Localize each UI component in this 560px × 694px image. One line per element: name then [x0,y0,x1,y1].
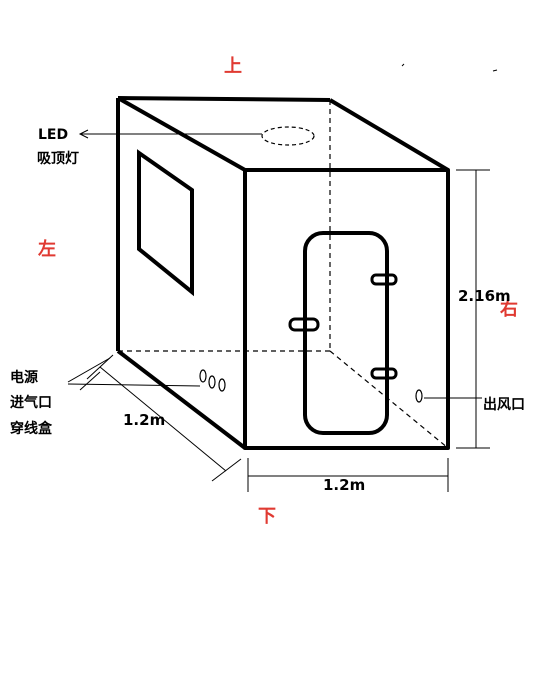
edge-bottom-left [116,349,247,450]
inlet-pointer-lines [67,357,201,391]
power-label: 电源 [10,370,38,386]
front-face [243,168,450,450]
inlet-hole-3 [218,378,226,392]
width-dimension [247,458,449,492]
door-hinge-top [370,273,398,286]
height-dimension [456,169,490,449]
door [303,231,389,435]
edge-top-right [328,98,450,172]
direction-left-label: 左 [38,239,56,260]
inlet-pointer-3 [79,371,101,391]
ceiling-light-label: 吸顶灯 [37,151,79,167]
depth-dim-line [99,366,227,472]
led-ceiling-light [261,126,315,146]
stray-mark-1 [401,63,405,67]
led-pointer-arrow [78,129,89,139]
depth-dimension-label: 1.2m [123,411,166,429]
side-window [137,149,194,297]
air-inlet-label: 进气口 [10,395,52,411]
inlet-hole-1 [199,369,207,383]
junction-box-label: 穿线盒 [10,421,52,437]
stray-mark-2 [492,69,498,72]
direction-bottom-label: 下 [258,506,276,527]
height-dimension-label: 2.16m [458,287,511,305]
inlet-hole-2 [208,375,216,389]
outlet-hole [415,389,423,403]
door-handle [288,317,320,332]
depth-dim-tick-back [86,354,114,380]
led-label: LED [38,127,69,143]
depth-dim-tick-front [211,458,242,482]
width-dimension-label: 1.2m [323,476,366,494]
edge-top-back [117,96,331,102]
depth-dimension [86,354,242,482]
inlet-holes [199,369,226,392]
outlet-label: 出风口 [483,397,525,413]
inlet-pointer-1 [67,357,111,383]
inlet-pointer-2 [67,383,201,387]
box-edges [116,96,450,450]
door-hinge-bottom [370,367,398,380]
direction-top-label: 上 [224,56,242,77]
direction-right-label: 右 [500,299,518,320]
